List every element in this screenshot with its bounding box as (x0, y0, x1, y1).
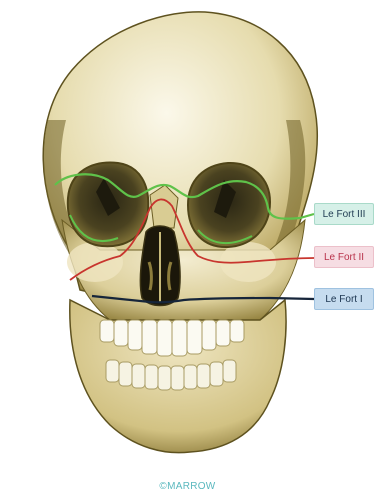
lefort-2-label: Le Fort II (314, 246, 374, 268)
lefort-3-label: Le Fort III (314, 203, 374, 225)
lefort-1-label: Le Fort I (314, 288, 374, 310)
copyright-text: ©MARROW (0, 481, 375, 492)
